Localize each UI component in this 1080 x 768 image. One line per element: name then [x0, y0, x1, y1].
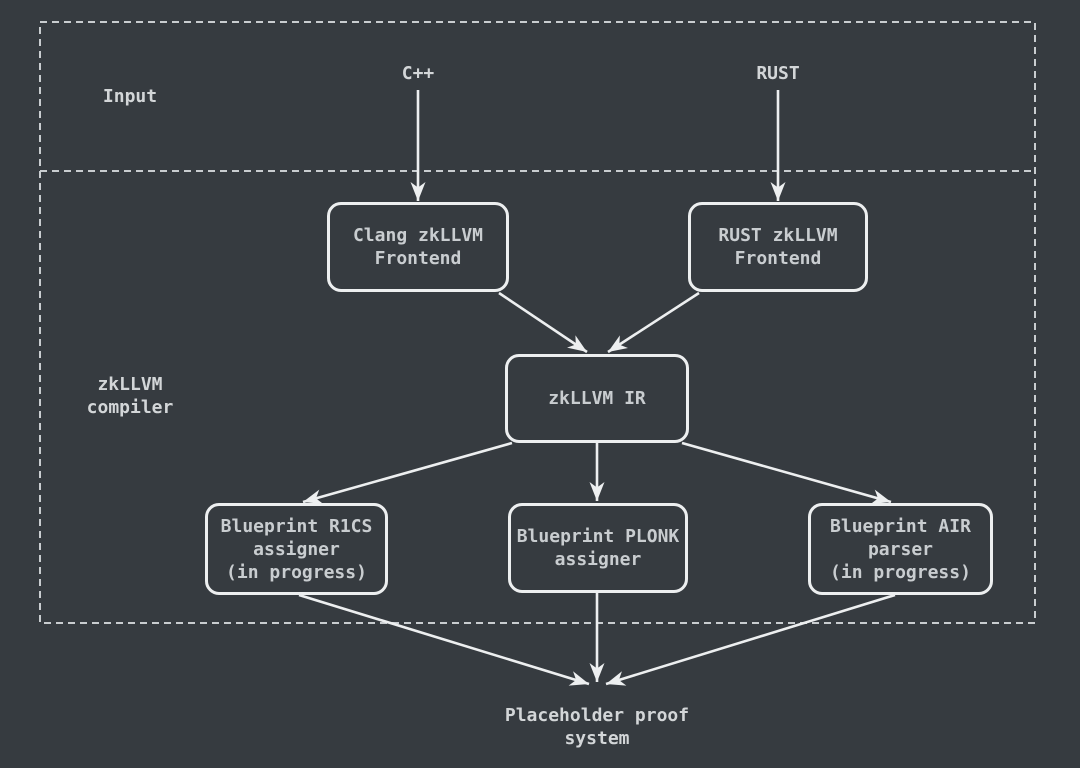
edge-zkllvm-ir-to-blueprint-r1cs [302, 441, 513, 505]
node-zkllvm-ir: zkLLVM IR [505, 354, 689, 443]
rust-source-label: RUST [756, 62, 800, 84]
compiler-region-label: zkLLVM compiler [86, 374, 174, 418]
edge-blueprint-air-to-placeholder [605, 593, 896, 686]
node-rust-zkllvm-frontend: RUST zkLLVM Frontend [688, 202, 868, 292]
input-region-label: Input [102, 85, 158, 107]
node-blueprint-r1cs-assigner: Blueprint R1CS assigner (in progress) [205, 503, 388, 595]
edge-blueprint-r1cs-to-placeholder [298, 593, 590, 686]
edge-rust-frontend-to-zkllvm-ir [607, 291, 700, 354]
outer-region-dashed-border [39, 21, 1036, 624]
placeholder-proof-system-label: Placeholder proof system [504, 705, 690, 749]
node-blueprint-air-parser: Blueprint AIR parser (in progress) [808, 503, 993, 595]
edge-zkllvm-ir-to-blueprint-air [681, 441, 892, 505]
edge-clang-frontend-to-zkllvm-ir [498, 291, 588, 354]
node-blueprint-plonk-assigner: Blueprint PLONK assigner [508, 503, 688, 593]
node-clang-zkllvm-frontend: Clang zkLLVM Frontend [327, 202, 509, 292]
cpp-source-label: C++ [401, 62, 435, 84]
